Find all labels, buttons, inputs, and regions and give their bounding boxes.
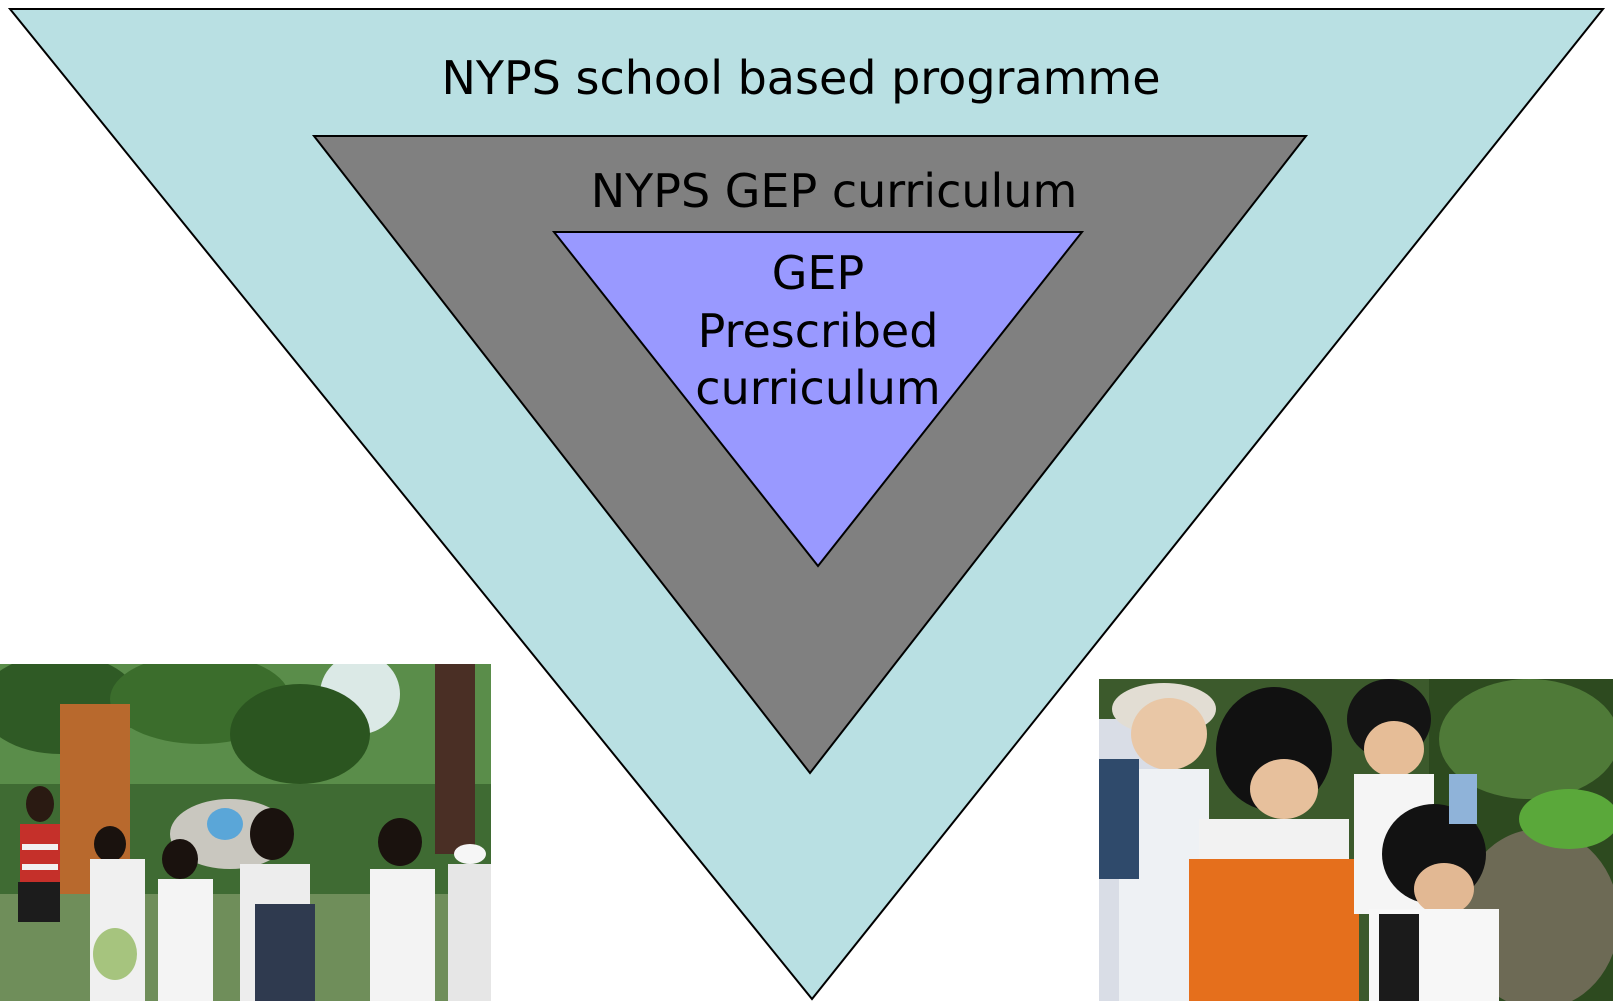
- inner-layer-label-line-2: Prescribed: [698, 304, 939, 358]
- inner-layer-triangle: [551, 231, 1085, 568]
- students-examining-plants-photo: [1099, 679, 1613, 1001]
- inner-layer-label-line-3: curriculum: [695, 361, 940, 415]
- field-trip-students-photo: [0, 664, 491, 1001]
- outer-layer-label: NYPS school based programme: [441, 51, 1160, 105]
- inner-layer-label-line-1: GEP: [772, 246, 864, 300]
- middle-layer-label: NYPS GEP curriculum: [591, 164, 1078, 218]
